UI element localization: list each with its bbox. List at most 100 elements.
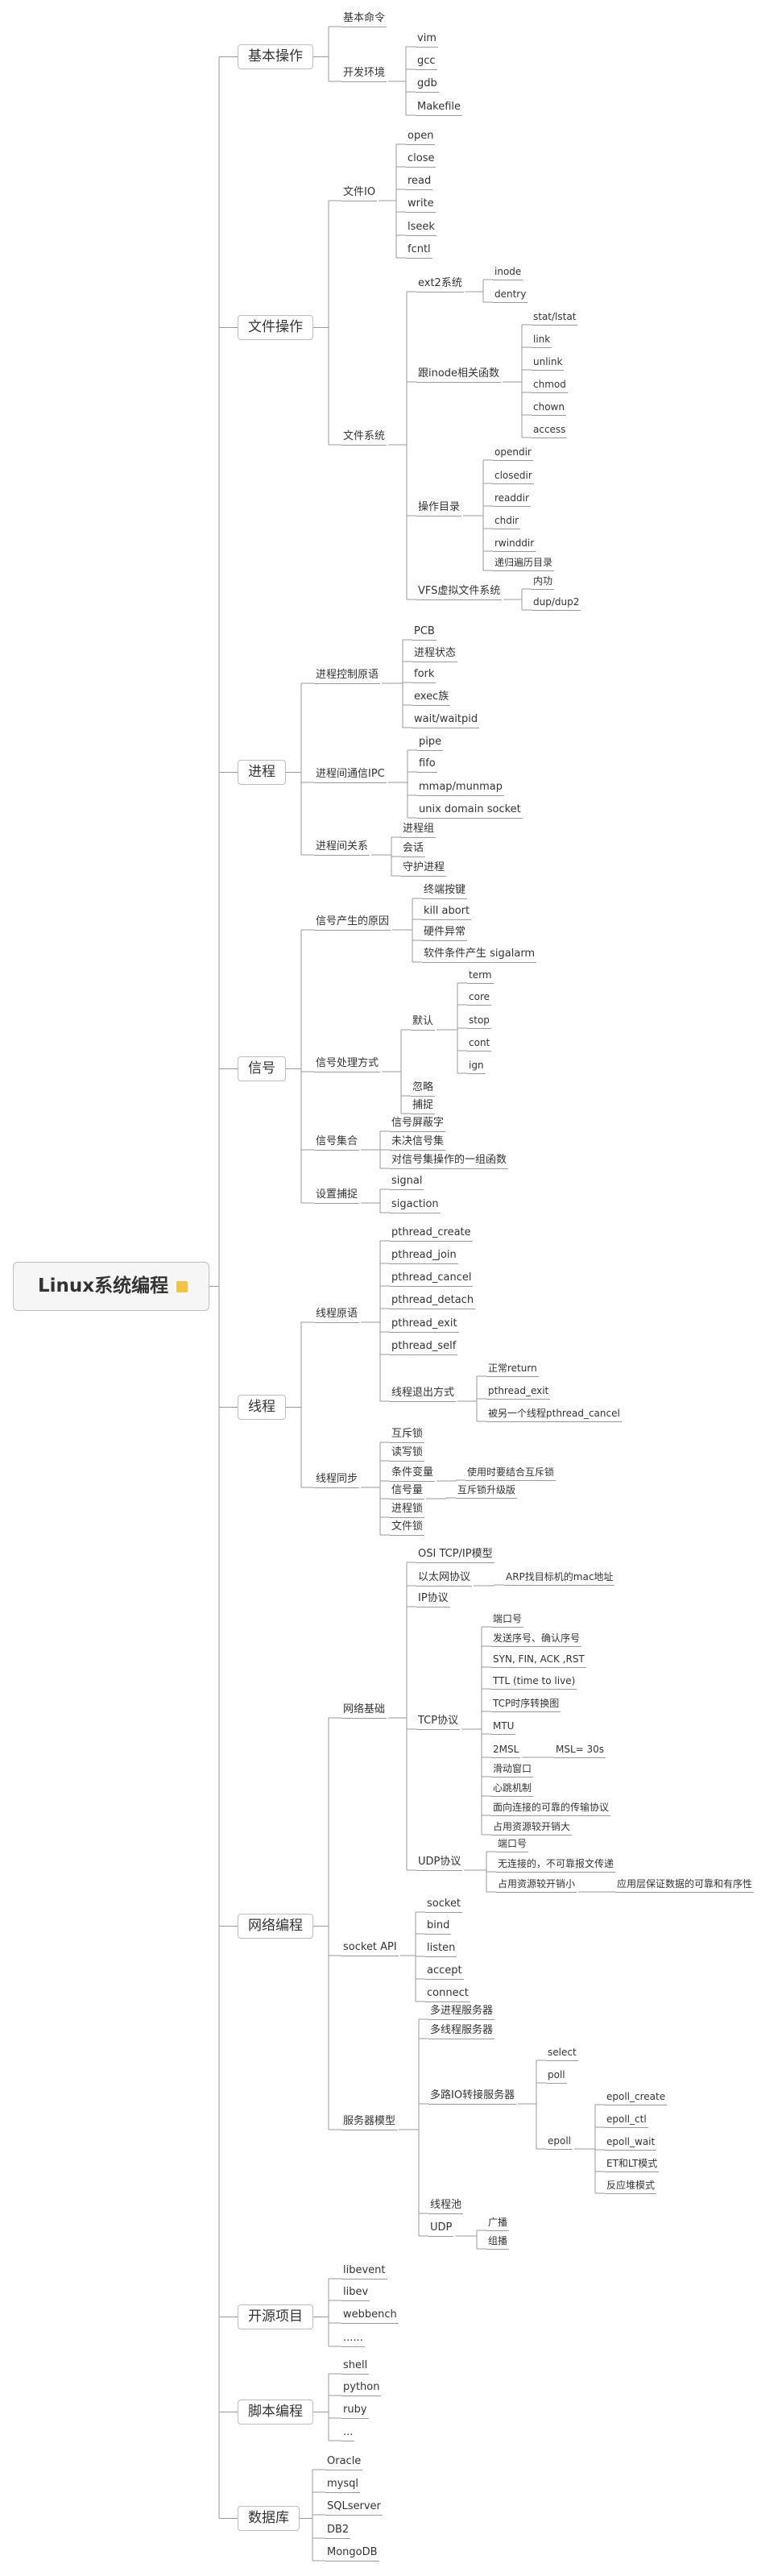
mindmap-node[interactable]: 心跳机制 (491, 1783, 534, 1797)
mindmap-node[interactable]: 忽略 (411, 1082, 436, 1097)
mindmap-node[interactable]: rwinddir (493, 538, 536, 552)
mindmap-node[interactable]: 操作目录 (416, 502, 462, 516)
subtopic[interactable]: 信号处理方式 (314, 1058, 381, 1072)
mindmap-node[interactable]: 硬件异常 (422, 927, 468, 941)
mindmap-node[interactable]: term (467, 970, 494, 984)
root-topic[interactable]: Linux系统编程 (13, 1262, 210, 1311)
subtopic[interactable]: 网络基础 (341, 1704, 387, 1719)
mindmap-node[interactable]: MSL= 30s (554, 1744, 606, 1758)
mindmap-node[interactable]: cont (467, 1038, 492, 1052)
mindmap-node[interactable]: SYN, FIN, ACK ,RST (491, 1654, 586, 1668)
mindmap-node[interactable]: TCP协议 (416, 1715, 461, 1730)
mindmap-node[interactable]: Makefile (416, 102, 463, 116)
mindmap-node[interactable]: read (406, 176, 433, 190)
mindmap-node[interactable]: PCB (412, 626, 437, 641)
subtopic[interactable]: ... (341, 2427, 355, 2441)
subtopic[interactable]: ...... (341, 2333, 365, 2347)
main-topic[interactable]: 脚本编程 (238, 2400, 313, 2425)
subtopic[interactable]: python (341, 2382, 382, 2396)
mindmap-node[interactable]: stop (467, 1015, 491, 1029)
subtopic[interactable]: 信号产生的原因 (314, 916, 391, 931)
subtopic[interactable]: 信号集合 (314, 1136, 360, 1151)
mindmap-node[interactable]: pthread_exit (486, 1386, 551, 1400)
mindmap-node[interactable]: 守护进程 (401, 862, 447, 877)
subtopic[interactable]: 文件系统 (341, 431, 387, 446)
mindmap-node[interactable]: select (546, 2047, 578, 2061)
mindmap-node[interactable]: pthread_cancel (390, 1272, 474, 1287)
mindmap-node[interactable]: 占用资源较开销小 (496, 1879, 577, 1893)
subtopic[interactable]: 进程控制原语 (314, 670, 381, 684)
subtopic[interactable]: 文件IO (341, 187, 378, 201)
subtopic[interactable]: SQLserver (325, 2501, 383, 2516)
mindmap-node[interactable]: stat/lstat (532, 312, 578, 326)
mindmap-node[interactable]: 反应堆模式 (605, 2180, 657, 2194)
mindmap-node[interactable]: ET和LT模式 (605, 2159, 660, 2172)
mindmap-node[interactable]: wait/waitpid (412, 714, 480, 728)
mindmap-node[interactable]: connect (425, 1988, 470, 2002)
mindmap-node[interactable]: 进程锁 (390, 1504, 425, 1518)
mindmap-node[interactable]: 广播 (486, 2217, 510, 2231)
mindmap-node[interactable]: 未决信号集 (390, 1136, 446, 1151)
mindmap-node[interactable]: fork (412, 669, 437, 683)
subtopic[interactable]: 基本命令 (341, 13, 387, 27)
mindmap-node[interactable]: ign (467, 1060, 486, 1074)
main-topic[interactable]: 数据库 (238, 2506, 300, 2531)
main-topic[interactable]: 开源项目 (238, 2304, 313, 2329)
mindmap-node[interactable]: VFS虚拟文件系统 (416, 586, 503, 600)
mindmap-node[interactable]: dup/dup2 (532, 597, 581, 611)
mindmap-node[interactable]: link (532, 334, 552, 348)
mindmap-node[interactable]: epoll_create (605, 2092, 668, 2105)
mindmap-node[interactable]: epoll_wait (605, 2137, 657, 2151)
mindmap-node[interactable]: opendir (493, 447, 533, 461)
mindmap-node[interactable]: gcc (416, 56, 437, 70)
mindmap-node[interactable]: socket (425, 1898, 463, 1913)
mindmap-node[interactable]: TTL (time to live) (491, 1676, 577, 1690)
subtopic[interactable]: DB2 (325, 2524, 351, 2539)
subtopic[interactable]: libev (341, 2287, 370, 2301)
main-topic[interactable]: 网络编程 (238, 1914, 313, 1939)
mindmap-node[interactable]: 滑动窗口 (491, 1764, 534, 1777)
mindmap-node[interactable]: inode (493, 267, 523, 280)
mindmap-node[interactable]: pthread_join (390, 1250, 458, 1264)
mindmap-node[interactable]: UDP协议 (416, 1856, 463, 1871)
subtopic[interactable]: 设置捕捉 (314, 1189, 360, 1204)
mindmap-node[interactable]: 默认 (411, 1016, 436, 1031)
mindmap-node[interactable]: gdb (416, 78, 439, 93)
mindmap-node[interactable]: unlink (532, 357, 565, 371)
mindmap-node[interactable]: 软件条件产生 sigalarm (422, 948, 537, 963)
mindmap-node[interactable]: epoll (546, 2136, 573, 2150)
mindmap-node[interactable]: 终端按键 (422, 885, 468, 899)
mindmap-node[interactable]: 多进程服务器 (428, 2006, 495, 2020)
mindmap-node[interactable]: 线程退出方式 (390, 1388, 457, 1402)
mindmap-node[interactable]: epoll_ctl (605, 2114, 648, 2128)
subtopic[interactable]: 服务器模型 (341, 2116, 398, 2130)
mindmap-node[interactable]: 跟inode相关函数 (416, 368, 502, 383)
mindmap-node[interactable]: MTU (491, 1721, 516, 1735)
main-topic[interactable]: 文件操作 (238, 315, 313, 340)
mindmap-node[interactable]: ARP找目标机的mac地址 (504, 1572, 615, 1586)
mindmap-node[interactable]: poll (546, 2070, 567, 2084)
mindmap-node[interactable]: dentry (493, 289, 528, 303)
mindmap-node[interactable]: pthread_exit (390, 1318, 459, 1333)
main-topic[interactable]: 进程 (238, 760, 286, 785)
mindmap-node[interactable]: readdir (493, 493, 531, 507)
mindmap-node[interactable]: access (532, 425, 568, 438)
mindmap-node[interactable]: 进程组 (401, 823, 437, 838)
mindmap-node[interactable]: 端口号 (491, 1614, 524, 1628)
mindmap-node[interactable]: 线程池 (428, 2200, 464, 2214)
mindmap-node[interactable]: signal (390, 1176, 424, 1190)
subtopic[interactable]: libevent (341, 2265, 387, 2279)
mindmap-node[interactable]: chdir (493, 516, 521, 529)
mindmap-node[interactable]: UDP (428, 2222, 454, 2237)
mindmap-node[interactable]: 对信号集操作的一组函数 (390, 1155, 509, 1169)
subtopic[interactable]: socket API (341, 1942, 399, 1956)
mindmap-node[interactable]: 面向连接的可靠的传输协议 (491, 1802, 611, 1816)
mindmap-node[interactable]: core (467, 992, 491, 1006)
subtopic[interactable]: mysql (325, 2479, 360, 2493)
mindmap-node[interactable]: 多路IO转接服务器 (428, 2090, 517, 2105)
mindmap-node[interactable]: unix domain socket (417, 804, 523, 819)
mindmap-node[interactable]: 端口号 (496, 1839, 529, 1852)
subtopic[interactable]: 线程原语 (314, 1309, 360, 1323)
mindmap-node[interactable]: 会话 (401, 843, 426, 857)
mindmap-node[interactable]: bind (425, 1920, 452, 1935)
